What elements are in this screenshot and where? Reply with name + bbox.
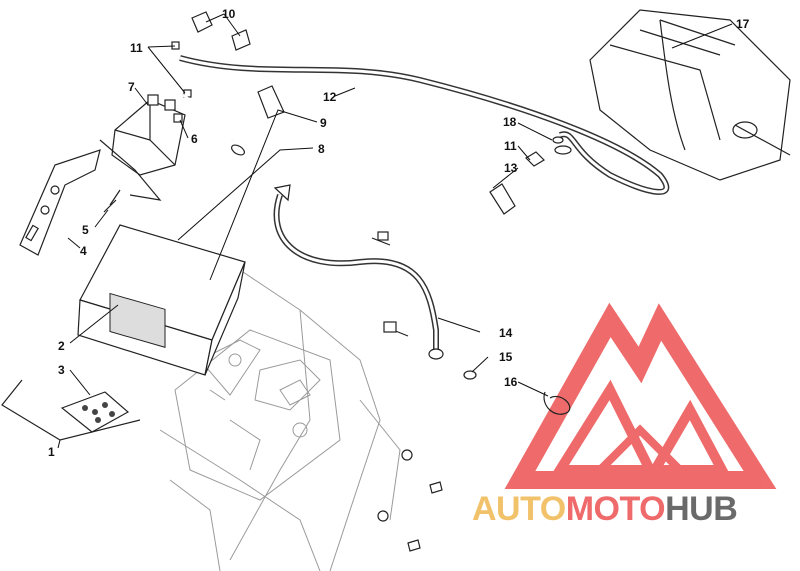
starter-solenoid: [99, 94, 186, 201]
callout-8: 8: [318, 142, 325, 156]
callout-15: 15: [499, 350, 513, 364]
callout-12: 12: [323, 90, 337, 104]
terminal-boot-13: [489, 183, 516, 215]
battery-strap: [19, 149, 101, 256]
callout-9: 9: [320, 116, 327, 130]
washer-18: [552, 136, 564, 144]
nut-6: [173, 113, 183, 123]
callout-10: 10: [222, 7, 236, 21]
fastener-kit: [60, 391, 130, 433]
starter-motor: [589, 9, 791, 181]
battery-cable-8: [182, 93, 293, 168]
callout-11-top: 11: [130, 41, 143, 55]
frame-outline: [159, 269, 401, 571]
kit-bracket: [1, 379, 141, 441]
callout-11-starter: 11: [504, 139, 517, 153]
clamp-16: [543, 391, 571, 415]
leader-lines: [57, 13, 733, 449]
callout-13: 13: [504, 161, 518, 175]
ground-cable-14: [273, 184, 444, 360]
callout-14: 14: [499, 326, 513, 340]
callout-17: 17: [736, 17, 750, 31]
watermark-hub: HUB: [665, 490, 737, 528]
callout-labels: 1 2 3 4 5 6 7 8 9 10 11 11 12 13 14 15 1…: [48, 7, 750, 459]
washer-15: [463, 370, 477, 380]
terminal-boot-10: [191, 11, 251, 51]
watermark-text: AUTOMOTOHUB: [472, 490, 738, 528]
callout-1: 1: [48, 445, 55, 459]
nut-starter: [525, 151, 545, 167]
battery: [77, 224, 246, 376]
watermark-moto: MOTO: [566, 490, 665, 528]
mounting-screws: [377, 449, 443, 552]
callout-2: 2: [58, 339, 65, 353]
callout-6: 6: [191, 132, 198, 146]
callout-7: 7: [128, 80, 135, 94]
watermark-logo: [504, 302, 777, 489]
bolt-5: [103, 189, 121, 213]
watermark-auto: AUTO: [472, 490, 566, 528]
svg-text:AUTOMOTOHUB: AUTOMOTOHUB: [472, 490, 737, 528]
terminal-boot-9: [257, 85, 285, 119]
callout-5: 5: [82, 223, 89, 237]
starter-cable-12: [179, 55, 670, 195]
callout-18: 18: [503, 115, 517, 129]
callout-3: 3: [58, 363, 65, 377]
ground-bolts: [371, 231, 409, 337]
callout-16: 16: [504, 375, 518, 389]
callout-4: 4: [80, 244, 87, 258]
